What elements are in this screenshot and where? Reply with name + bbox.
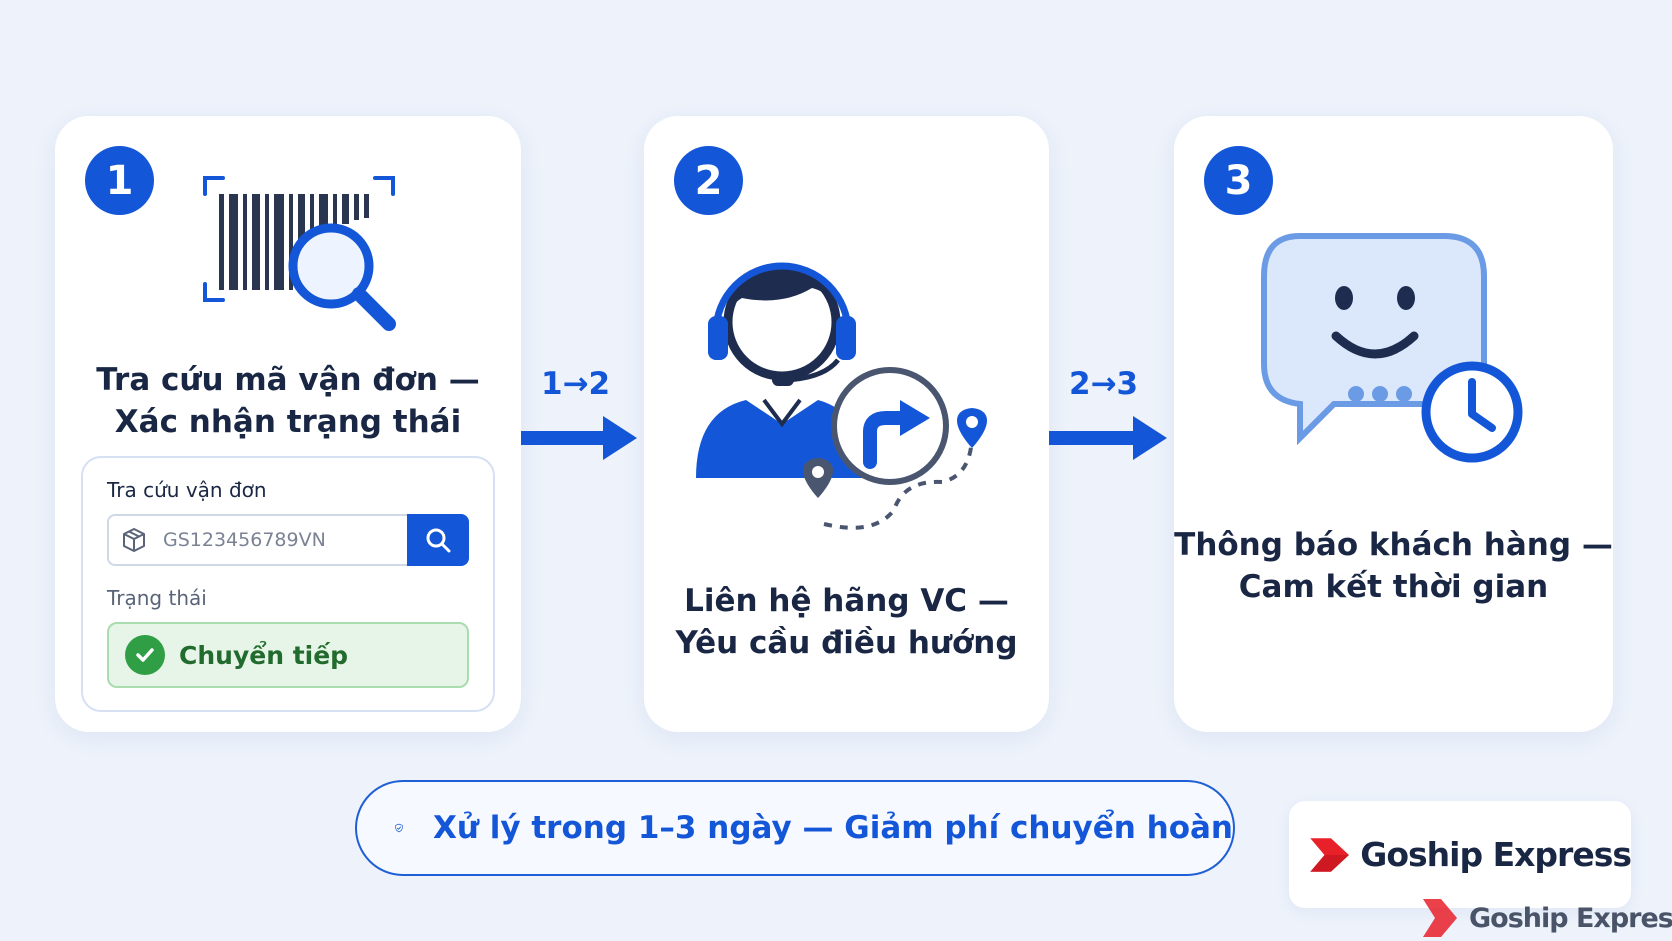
support-agent-reroute-icon (696, 262, 987, 530)
tracking-input[interactable]: GS123456789VN (107, 514, 407, 566)
goship-logo-icon (1423, 899, 1457, 937)
barcode-search-icon (203, 176, 396, 331)
check-circle-icon (125, 635, 165, 675)
brand-watermark: Goship Express (1421, 895, 1672, 941)
step-card-3: 3 Thông báo khách hàng — Cam kết thời gi… (1174, 116, 1613, 732)
brand-logo: Goship Express (1289, 801, 1632, 908)
arrow-right-icon (1049, 416, 1167, 460)
lookup-label: Tra cứu vận đơn (107, 478, 267, 502)
shield-check-icon (395, 823, 403, 833)
brand-name: Goship Express (1360, 835, 1632, 874)
tracking-value: GS123456789VN (163, 529, 326, 551)
step-title: Liên hệ hãng VC — Yêu cầu điều hướng (675, 583, 1018, 661)
status-label: Trạng thái (107, 586, 207, 610)
arrow-right-icon (521, 416, 637, 460)
transition-label-2-3: 2→3 (1069, 366, 1139, 402)
step-title: Thông báo khách hàng — Cam kết thời gian (1174, 527, 1613, 605)
tracking-lookup-widget: Tra cứu vận đơn GS123456789VN Trạng thái (81, 456, 495, 712)
search-icon (426, 528, 451, 553)
package-icon (123, 528, 145, 552)
goship-logo-icon (1310, 837, 1349, 872)
step-card-2: 2 Liên hệ hãng VC — Yêu cầu điều hướng (644, 116, 1049, 732)
step-number-badge: 2 (674, 146, 743, 215)
status-value: Chuyển tiếp (179, 640, 349, 670)
chat-clock-icon (1261, 233, 1523, 463)
step-card-1: 1 Tra cứu mã vận đơn — Xác nhận (55, 116, 521, 732)
status-badge: Chuyển tiếp (107, 622, 469, 688)
step-title: Tra cứu mã vận đơn — Xác nhận trạng thái (96, 362, 480, 440)
step-number-badge: 1 (85, 146, 154, 215)
banner-text: Xử lý trong 1–3 ngày — Giảm phí chuyển h… (432, 810, 1233, 846)
processing-time-banner: Xử lý trong 1–3 ngày — Giảm phí chuyển h… (355, 780, 1235, 876)
search-button[interactable] (407, 514, 469, 566)
transition-label-1-2: 1→2 (541, 366, 611, 402)
brand-watermark-name: Goship Express (1469, 902, 1672, 934)
step-number-badge: 3 (1204, 146, 1273, 215)
